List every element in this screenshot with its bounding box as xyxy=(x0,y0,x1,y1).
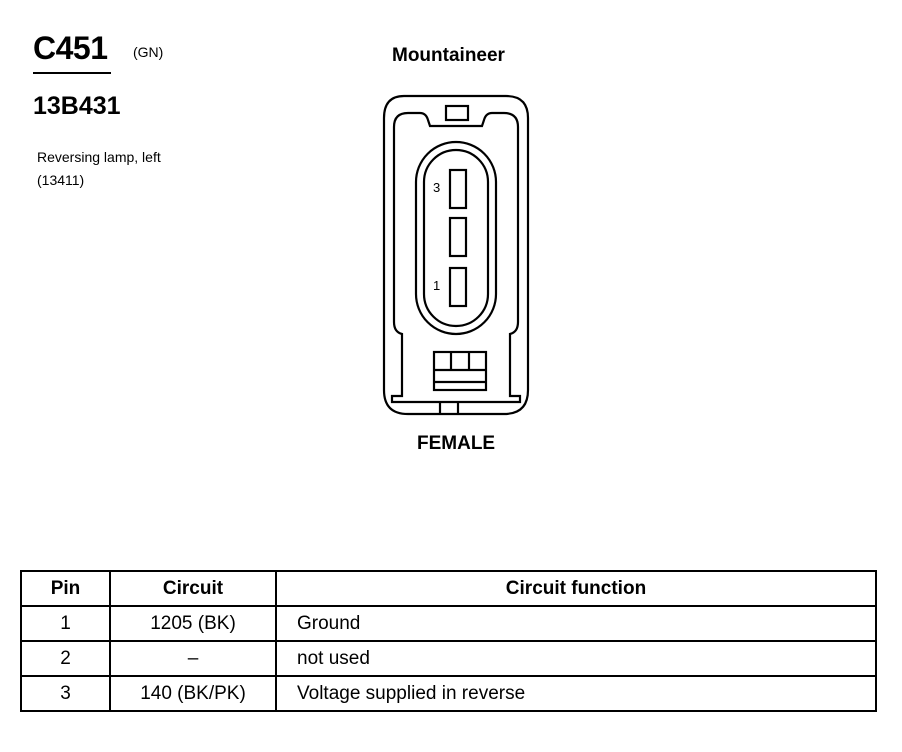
header-circuit: Circuit xyxy=(109,570,277,607)
header-circuit-function: Circuit function xyxy=(275,570,877,607)
component-description: Reversing lamp, left xyxy=(37,149,161,165)
table-row: 3 140 (BK/PK) Voltage supplied in revers… xyxy=(20,675,877,712)
table-header-row: Pin Circuit Circuit function xyxy=(20,570,877,607)
cell-pin: 3 xyxy=(20,675,111,712)
cell-circuit: 140 (BK/PK) xyxy=(109,675,277,712)
part-number: 13B431 xyxy=(33,92,121,120)
header-pin: Pin xyxy=(20,570,111,607)
table-row: 1 1205 (BK) Ground xyxy=(20,605,877,642)
cell-pin: 2 xyxy=(20,640,111,677)
connector-inner-outline xyxy=(390,111,522,404)
connector-id: C451 xyxy=(33,30,108,66)
component-reference: (13411) xyxy=(37,172,85,188)
connector-color: (GN) xyxy=(133,44,164,60)
cell-function: Voltage supplied in reverse xyxy=(275,675,877,712)
pin-table: Pin Circuit Circuit function 1 1205 (BK)… xyxy=(20,570,877,712)
cell-circuit: 1205 (BK) xyxy=(109,605,277,642)
cell-function: Ground xyxy=(275,605,877,642)
connector-gender-label: FEMALE xyxy=(417,433,496,454)
connector-face-diagram: 3 1 xyxy=(382,94,530,416)
cell-function: not used xyxy=(275,640,877,677)
pin-label-3: 3 xyxy=(433,180,440,195)
terminal-1 xyxy=(448,266,468,308)
pin-label-1: 1 xyxy=(433,278,440,293)
terminal-3 xyxy=(448,168,468,210)
connector-latch xyxy=(444,104,470,122)
connector-housing-outline xyxy=(382,94,530,416)
pin-cavity-oval-outer xyxy=(414,140,498,336)
table-row: 2 – not used xyxy=(20,640,877,677)
connector-id-underline xyxy=(33,72,111,74)
pin-cavity-oval-inner xyxy=(422,148,490,328)
cell-circuit: – xyxy=(109,640,277,677)
vehicle-label: Mountaineer xyxy=(392,45,505,66)
cell-pin: 1 xyxy=(20,605,111,642)
terminal-2 xyxy=(448,216,468,258)
